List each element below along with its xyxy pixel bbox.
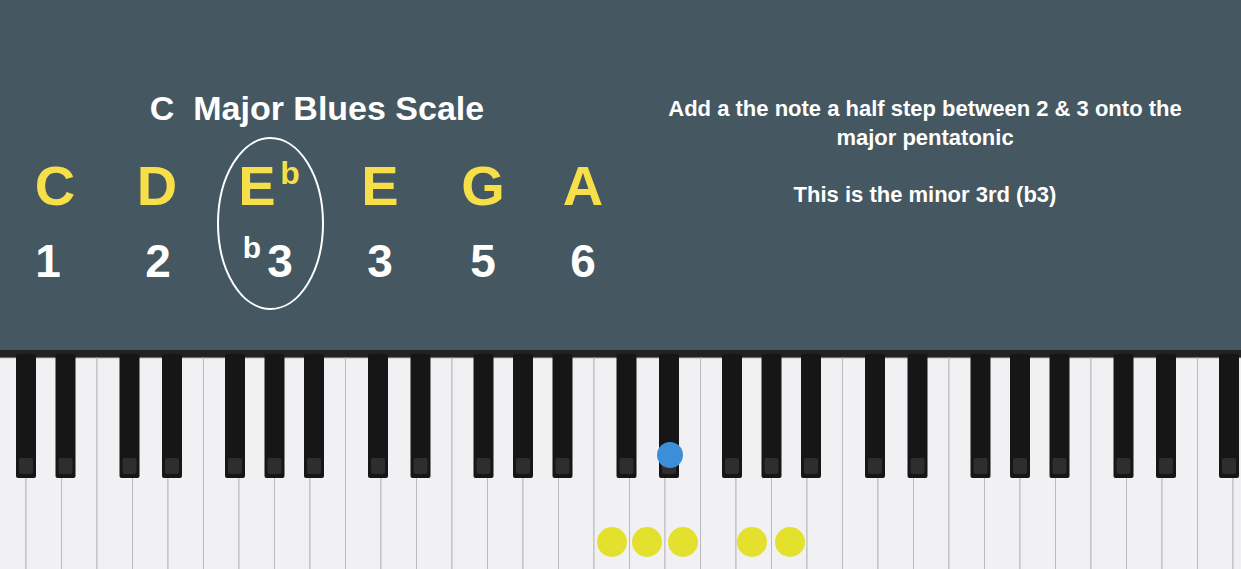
black-key-tip — [1222, 458, 1236, 474]
black-key-tip — [19, 458, 33, 474]
black-key — [1050, 354, 1070, 478]
scale-note-dot — [632, 527, 662, 557]
flat-sign: b — [243, 233, 261, 263]
black-key — [225, 354, 245, 478]
note-letter: E — [238, 158, 275, 214]
black-key — [304, 354, 324, 478]
black-key — [908, 354, 928, 478]
black-key — [120, 354, 140, 478]
note-letter: A — [563, 158, 603, 214]
black-key-tip — [1159, 458, 1173, 474]
black-key-tip — [868, 458, 882, 474]
black-key — [722, 354, 742, 478]
instruction-note: Add a the note a half step between 2 & 3… — [645, 94, 1205, 152]
black-key-tip — [765, 458, 779, 474]
black-key-tip — [123, 458, 137, 474]
black-key — [1219, 354, 1239, 478]
black-key-tip — [556, 458, 570, 474]
black-key — [801, 354, 821, 478]
black-key-tip — [1117, 458, 1131, 474]
black-key-tip — [1053, 458, 1067, 474]
black-key-tip — [725, 458, 739, 474]
black-key-tip — [804, 458, 818, 474]
black-key — [1156, 354, 1176, 478]
black-key — [617, 354, 637, 478]
scale-note-dot — [737, 527, 767, 557]
black-key — [971, 354, 991, 478]
black-key — [411, 354, 431, 478]
black-key — [865, 354, 885, 478]
black-key — [513, 354, 533, 478]
note-letter: G — [461, 158, 505, 214]
note-letter: D — [137, 158, 177, 214]
black-key-tip — [974, 458, 988, 474]
black-key — [1010, 354, 1030, 478]
scale-note-dot — [668, 527, 698, 557]
black-key-tip — [516, 458, 530, 474]
black-key-tip — [414, 458, 428, 474]
black-key-tip — [911, 458, 925, 474]
black-key — [56, 354, 76, 478]
interval-note: This is the minor 3rd (b3) — [794, 184, 1057, 206]
scale-degree: 1 — [35, 238, 61, 284]
black-key — [265, 354, 285, 478]
scale-note-dot — [597, 527, 627, 557]
black-key-tip — [307, 458, 321, 474]
black-key-tip — [228, 458, 242, 474]
black-key — [762, 354, 782, 478]
scale-degree: 6 — [570, 238, 596, 284]
blue-note-dot — [657, 442, 683, 468]
black-key-tip — [1013, 458, 1027, 474]
black-key-tip — [165, 458, 179, 474]
scale-degree: 3 — [267, 238, 293, 284]
flat-sign: b — [280, 157, 300, 189]
black-key — [162, 354, 182, 478]
scale-degree: 2 — [145, 238, 171, 284]
black-key — [1114, 354, 1134, 478]
scale-degree: 3 — [367, 238, 393, 284]
black-key-tip — [371, 458, 385, 474]
black-key-tip — [477, 458, 491, 474]
circled-note: Ebb3 — [217, 137, 324, 310]
black-key — [16, 354, 36, 478]
background-panel — [0, 0, 1241, 352]
note-letter: E — [361, 158, 398, 214]
scale-title: C Major Blues Scale — [150, 91, 484, 125]
black-key — [368, 354, 388, 478]
note-letter: C — [35, 158, 75, 214]
black-key-tip — [268, 458, 282, 474]
scale-note-dot — [775, 527, 805, 557]
black-key-tip — [59, 458, 73, 474]
scale-degree: 5 — [470, 238, 496, 284]
black-key-tip — [620, 458, 634, 474]
ellipse-outline — [218, 138, 323, 309]
black-key — [553, 354, 573, 478]
black-key — [474, 354, 494, 478]
